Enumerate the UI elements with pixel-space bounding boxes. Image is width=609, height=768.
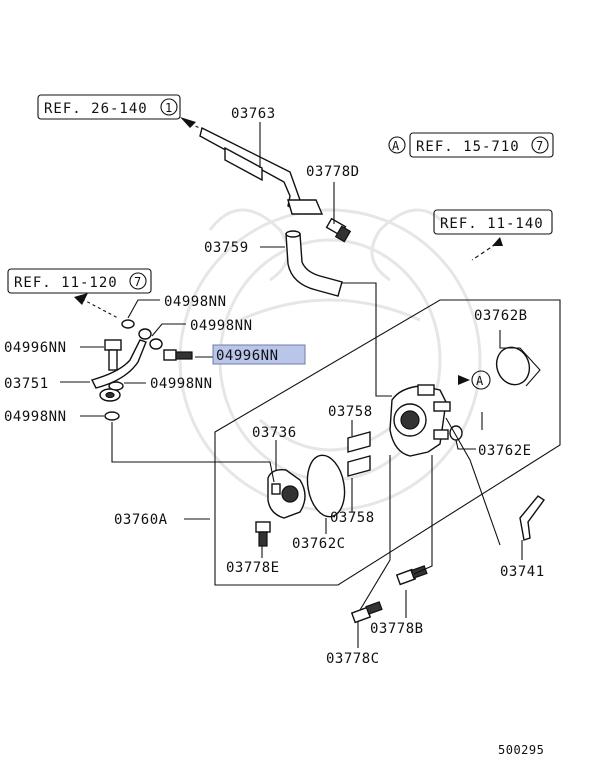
label-03778D: 03778D xyxy=(306,164,360,180)
svg-text:REF. 11-140: REF. 11-140 xyxy=(440,216,544,232)
part-03763-pipe[interactable] xyxy=(199,126,324,215)
part-03762C-oring[interactable] xyxy=(303,452,349,519)
svg-text:REF. 15-710: REF. 15-710 xyxy=(416,139,520,155)
diagram-id: 500295 xyxy=(498,743,544,757)
label-04996NN-highlighted[interactable]: 04996NN xyxy=(216,348,279,364)
leader-lines xyxy=(60,122,541,648)
label-03762C: 03762C xyxy=(292,536,346,552)
label-03736: 03736 xyxy=(252,425,297,441)
label-03759: 03759 xyxy=(204,240,249,256)
assembly-frame xyxy=(214,299,561,586)
part-03778C-bolt[interactable] xyxy=(350,601,383,624)
svg-text:A: A xyxy=(392,139,400,153)
part-labels: 03763 03778D 03759 03762B 04998NN 04998N… xyxy=(4,106,545,757)
svg-text:7: 7 xyxy=(134,275,142,289)
label-03751: 03751 xyxy=(4,376,49,392)
label-03741: 03741 xyxy=(500,564,545,580)
highlight-box xyxy=(212,344,306,365)
svg-text:A: A xyxy=(476,374,484,388)
svg-text:REF. 11-120: REF. 11-120 xyxy=(14,275,118,291)
label-03763: 03763 xyxy=(231,106,276,122)
label-04998NN-d: 04998NN xyxy=(4,409,67,425)
ref-11-120-box[interactable]: REF. 11-120 7 xyxy=(7,268,152,294)
ref-26-140-box[interactable]: REF. 26-140 1 xyxy=(37,94,181,120)
svg-text:REF. 26-140: REF. 26-140 xyxy=(44,101,148,117)
label-04998NN-a: 04998NN xyxy=(164,294,227,310)
part-03751-pipe[interactable] xyxy=(90,339,147,402)
part-03778E-bolt[interactable] xyxy=(255,521,271,547)
part-03778B-bolt[interactable] xyxy=(395,565,428,586)
part-03759-hose[interactable] xyxy=(285,230,343,297)
label-03760A: 03760A xyxy=(114,512,168,528)
part-04996NN-bolt-highlight[interactable] xyxy=(163,349,193,361)
part-03758-gaskets[interactable] xyxy=(347,431,371,477)
svg-text:7: 7 xyxy=(536,139,544,153)
label-03778B: 03778B xyxy=(370,621,424,637)
part-03741-bracket[interactable] xyxy=(519,495,545,541)
washers[interactable] xyxy=(104,319,163,421)
ref-15-710-box[interactable]: A REF. 15-710 7 xyxy=(388,132,554,158)
label-03762B: 03762B xyxy=(474,308,528,324)
part-04996NN-left-bolt[interactable] xyxy=(104,339,122,371)
ref-11-140-box[interactable]: REF. 11-140 xyxy=(433,209,553,235)
part-03762B-oring[interactable] xyxy=(491,343,534,390)
label-04996NN-left: 04996NN xyxy=(4,340,67,356)
label-03758-a: 03758 xyxy=(328,404,373,420)
ref-arrows xyxy=(74,117,503,385)
svg-text:1: 1 xyxy=(165,101,173,115)
part-vacuum-pump[interactable] xyxy=(389,384,451,457)
part-03778D-bolt[interactable] xyxy=(325,217,352,243)
label-03778C: 03778C xyxy=(326,651,380,667)
label-04998NN-b: 04998NN xyxy=(190,318,253,334)
label-03758-b: 03758 xyxy=(330,510,375,526)
label-04998NN-c: 04998NN xyxy=(150,376,213,392)
part-03736-cover[interactable] xyxy=(267,468,306,519)
label-03778E: 03778E xyxy=(226,560,280,576)
label-03762E: 03762E xyxy=(478,443,532,459)
marker-a-circle: A xyxy=(471,370,491,390)
